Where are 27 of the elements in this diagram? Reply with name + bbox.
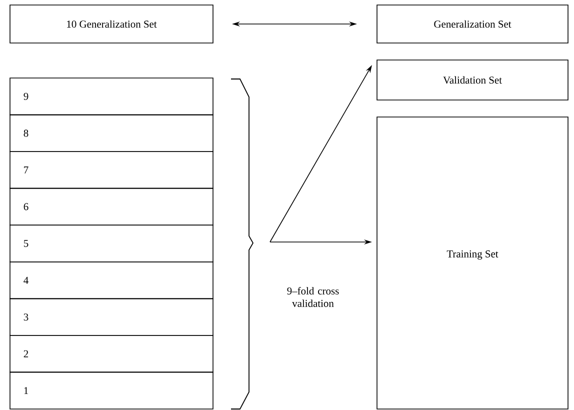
node-text: 3 [24,314,28,321]
fold-box [10,224,214,262]
node-text: 1 [24,387,28,394]
fold-box [10,298,214,336]
fold-box [10,335,214,373]
node-text: Validation Set [443,76,502,84]
set-box [10,4,214,44]
node-text: 8 [24,130,28,137]
annotation: 9–fold cross validation [287,287,339,307]
node-text: 2 [24,350,28,358]
fold-box [10,262,214,300]
fold-box [10,372,214,410]
set-box [376,116,568,410]
node-text: 10 Generalization Set [67,20,157,28]
fold-box [10,151,214,189]
fold-box [10,114,214,152]
node-text: 9 [24,92,28,100]
node-text: 6 [24,203,28,210]
node-text: Generalization Set [434,20,512,28]
node-text: 4 [24,276,28,284]
set-box [376,60,568,100]
node-text: Training Set [446,250,498,260]
set-box [376,4,568,44]
fold-box [10,78,214,116]
node-text: 7 [24,166,28,174]
node-text: 5 [24,240,28,247]
fold-box [10,188,214,226]
